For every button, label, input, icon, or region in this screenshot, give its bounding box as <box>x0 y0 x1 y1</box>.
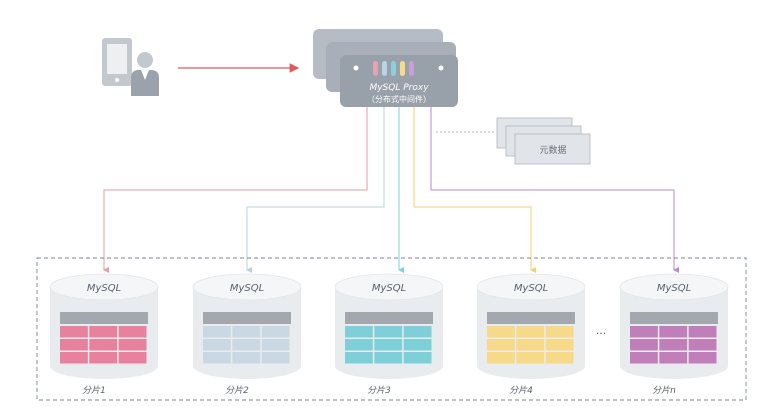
table-cell <box>203 352 231 364</box>
db-label: MySQL <box>230 283 264 294</box>
shard-label: 分片1 <box>82 385 106 396</box>
table-cell <box>261 326 290 338</box>
mysql-proxy-node: MySQL Proxy （分布式中间件） <box>313 29 458 107</box>
table-cell <box>545 339 574 351</box>
proxy-subtitle: （分布式中间件） <box>367 94 431 104</box>
table-cell <box>487 326 515 338</box>
shard-group: MySQL 分片1 MySQL 分片2 MySQL 分片3 MySQL 分片4 MySQL 分片n <box>49 273 729 396</box>
shard-label: 分片4 <box>509 385 533 396</box>
table-cell <box>630 352 658 364</box>
table-cell <box>345 326 373 338</box>
table-cell <box>345 339 373 351</box>
table-cell <box>60 326 88 338</box>
route-line-shard-n <box>430 107 679 273</box>
proxy-indicator-2 <box>382 61 387 76</box>
shard-db-5: MySQL 分片n <box>619 273 729 396</box>
table-cell <box>374 326 403 338</box>
table-cell <box>403 352 432 364</box>
table-cell <box>203 339 231 351</box>
table-cell <box>659 339 688 351</box>
shard-db-3: MySQL 分片3 <box>334 273 444 396</box>
table-cell <box>232 326 261 338</box>
table-cell <box>487 352 515 364</box>
table-cell <box>261 339 290 351</box>
proxy-box <box>340 55 458 107</box>
shard-db-4: MySQL 分片4 <box>476 273 586 396</box>
cylinder-top <box>476 273 586 301</box>
table-cell <box>403 339 432 351</box>
route-line-shard-1 <box>103 107 368 273</box>
table-cell <box>516 352 545 364</box>
table-cell <box>118 326 147 338</box>
table-cell <box>232 352 261 364</box>
table-cell <box>89 326 118 338</box>
proxy-indicator-4 <box>400 61 405 76</box>
shard-label: 分片3 <box>367 385 391 396</box>
cylinder-top <box>192 273 302 301</box>
table-cell <box>118 352 147 364</box>
shard-label: 分片n <box>652 385 676 396</box>
shard-cluster-border <box>36 257 747 401</box>
table-cell <box>118 339 147 351</box>
table-cell <box>516 326 545 338</box>
table-cell <box>60 352 88 364</box>
shard-db-2: MySQL 分片2 <box>192 273 302 396</box>
table-cell <box>261 352 290 364</box>
cylinder-top <box>334 273 444 301</box>
proxy-indicator-dots <box>373 61 414 76</box>
table-header <box>487 312 575 324</box>
table-cell <box>374 339 403 351</box>
person-head-icon <box>137 52 153 68</box>
table-cell <box>659 352 688 364</box>
shard-label: 分片2 <box>225 385 249 396</box>
table-cell <box>688 326 717 338</box>
proxy-indicator-3 <box>391 61 396 76</box>
person-body-icon <box>131 70 159 96</box>
table-cell <box>203 326 231 338</box>
table-header <box>630 312 718 324</box>
table-cell <box>516 339 545 351</box>
db-label: MySQL <box>87 283 121 294</box>
table-cell <box>487 339 515 351</box>
table-cell <box>545 326 574 338</box>
table-header <box>345 312 433 324</box>
shard-ellipsis: ... <box>596 324 607 337</box>
table-cell <box>345 352 373 364</box>
table-cell <box>232 339 261 351</box>
client-user-icon <box>102 38 159 96</box>
db-label: MySQL <box>514 283 548 294</box>
metadata-node: 元数据 <box>496 117 591 165</box>
proxy-indicator-5 <box>409 61 414 76</box>
table-cell <box>374 352 403 364</box>
cylinder-top <box>49 273 159 301</box>
table-cell <box>630 326 658 338</box>
proxy-title: MySQL Proxy <box>369 83 429 93</box>
metadata-label: 元数据 <box>539 144 566 156</box>
cylinder-top <box>619 273 729 301</box>
db-label: MySQL <box>657 283 691 294</box>
proxy-indicator-1 <box>373 61 378 76</box>
table-cell <box>89 339 118 351</box>
route-line-shard-2 <box>246 107 385 273</box>
table-cell <box>89 352 118 364</box>
table-header <box>60 312 148 324</box>
db-label: MySQL <box>372 283 406 294</box>
route-line-shard-4 <box>413 107 536 273</box>
table-cell <box>688 352 717 364</box>
table-cell <box>545 352 574 364</box>
shard-db-1: MySQL 分片1 <box>49 273 159 396</box>
table-cell <box>403 326 432 338</box>
table-cell <box>60 339 88 351</box>
table-cell <box>688 339 717 351</box>
table-header <box>203 312 291 324</box>
table-cell <box>659 326 688 338</box>
table-cell <box>630 339 658 351</box>
